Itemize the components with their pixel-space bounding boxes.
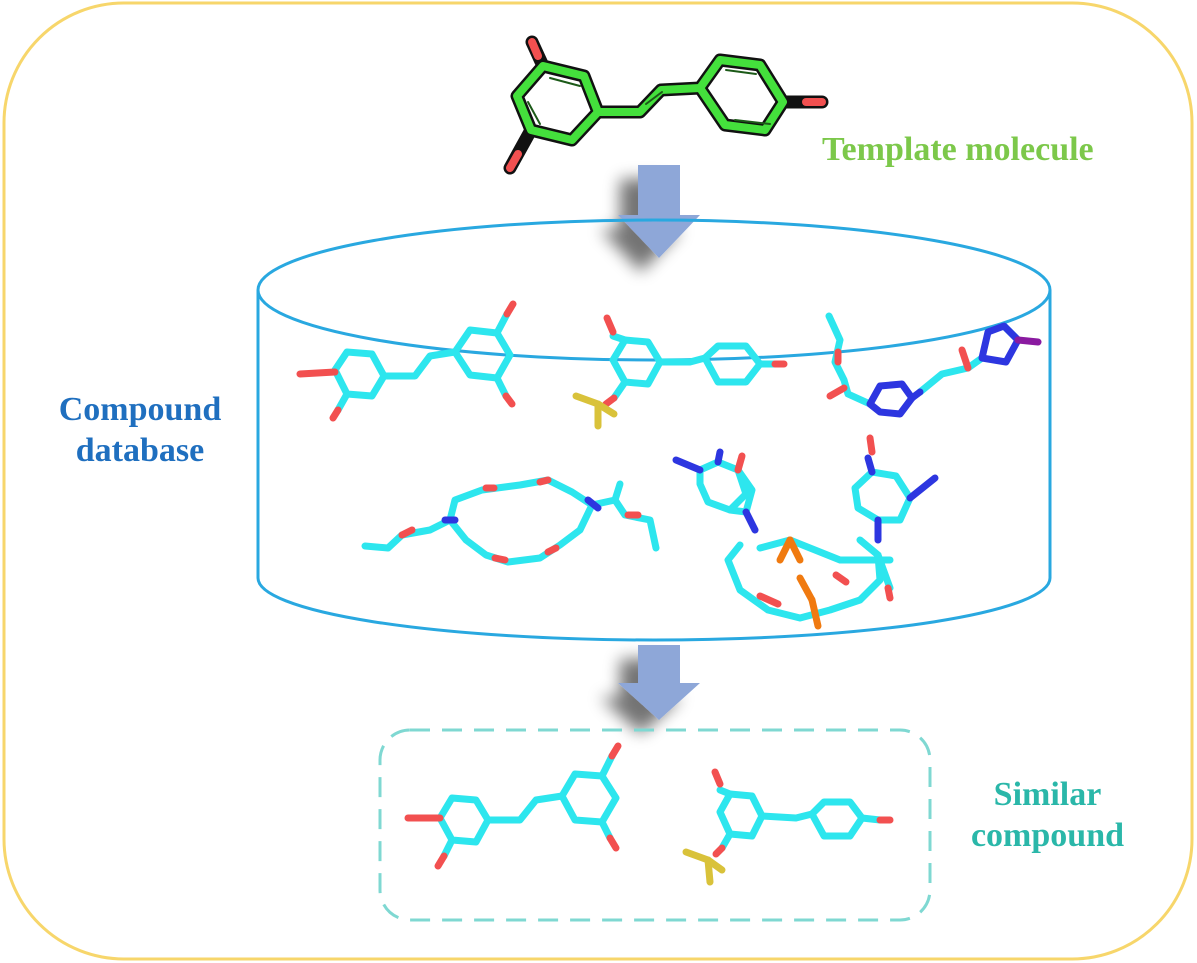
- similar-stilbene-sulfonate: [682, 768, 894, 886]
- db-heterocycle: [825, 312, 1042, 418]
- database-cylinder: [256, 218, 1052, 642]
- similar-stilbene-a: [404, 742, 622, 870]
- db-stilbene-a: [296, 300, 517, 422]
- arrow-database-to-similar: [618, 645, 700, 720]
- template-molecule: [503, 35, 829, 175]
- db-stilbene-sulfonate: [572, 314, 788, 430]
- arrow-template-to-database: [618, 165, 700, 258]
- template-molecule-label: Template molecule: [822, 131, 1094, 168]
- db-dinucleotide: [672, 434, 939, 630]
- similar-compound-box: [378, 728, 932, 922]
- db-macrocycle: [361, 476, 660, 566]
- compound-database-label: Compound database: [58, 391, 222, 469]
- similar-compound-label: Similar compound: [970, 776, 1125, 854]
